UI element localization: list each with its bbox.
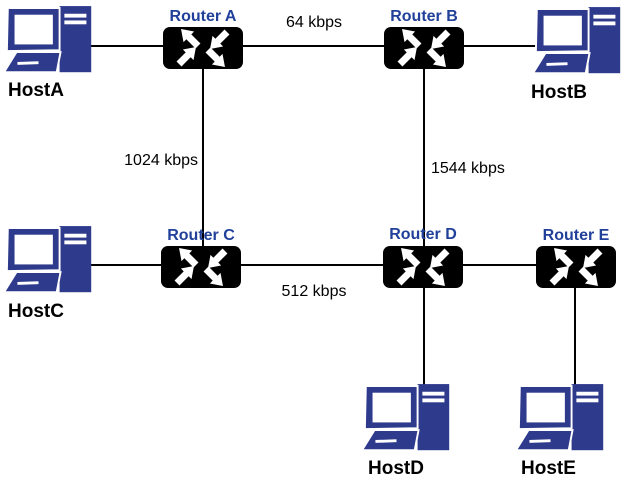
workstation-icon bbox=[4, 226, 92, 294]
link-label-1544kbps: 1544 kbps bbox=[431, 160, 505, 177]
router-b-label: Router B bbox=[390, 8, 458, 25]
router-arrows-icon bbox=[176, 29, 230, 67]
link-line-hostc-routerc bbox=[91, 264, 163, 266]
host-e-label: HostE bbox=[521, 458, 576, 479]
router-e-node bbox=[536, 246, 616, 288]
host-a-node bbox=[4, 6, 96, 79]
router-c-node bbox=[161, 246, 241, 288]
router-a-node bbox=[163, 27, 243, 69]
host-c-label: HostC bbox=[8, 301, 64, 322]
host-c-node bbox=[4, 226, 96, 299]
link-label-64kbps: 64 kbps bbox=[285, 14, 343, 31]
link-label-512kbps: 512 kbps bbox=[281, 283, 347, 300]
router-arrows-icon bbox=[397, 29, 451, 67]
link-line-routera-routerb bbox=[241, 45, 386, 47]
router-b-node bbox=[384, 27, 464, 69]
host-b-node bbox=[533, 7, 622, 80]
host-a-label: HostA bbox=[8, 80, 64, 101]
link-label-1024kbps: 1024 kbps bbox=[124, 152, 198, 169]
workstation-icon bbox=[362, 384, 450, 452]
host-b-label: HostB bbox=[531, 82, 587, 103]
workstation-icon bbox=[516, 384, 604, 452]
link-line-routerb-hostb bbox=[462, 45, 542, 47]
workstation-icon bbox=[533, 7, 621, 75]
router-d-node bbox=[383, 246, 463, 288]
router-e-label: Router E bbox=[542, 227, 610, 244]
link-line-routere-hoste bbox=[574, 286, 576, 392]
router-arrows-icon bbox=[396, 248, 450, 286]
router-d-label: Router D bbox=[389, 226, 457, 243]
workstation-icon bbox=[4, 6, 92, 74]
host-e-node bbox=[516, 384, 608, 457]
router-arrows-icon bbox=[549, 248, 603, 286]
link-line-routerb-routerd bbox=[423, 67, 425, 248]
link-line-routera-routerc bbox=[202, 67, 204, 248]
link-line-hosta-routera bbox=[88, 45, 166, 47]
link-line-routerd-routere bbox=[461, 264, 538, 266]
host-d-node bbox=[362, 384, 454, 457]
router-arrows-icon bbox=[174, 248, 228, 286]
router-c-label: Router C bbox=[167, 227, 235, 244]
link-line-routerc-routerd bbox=[239, 264, 385, 266]
router-a-label: Router A bbox=[169, 8, 237, 25]
host-d-label: HostD bbox=[368, 458, 424, 479]
link-line-routerd-hostd bbox=[423, 286, 425, 392]
